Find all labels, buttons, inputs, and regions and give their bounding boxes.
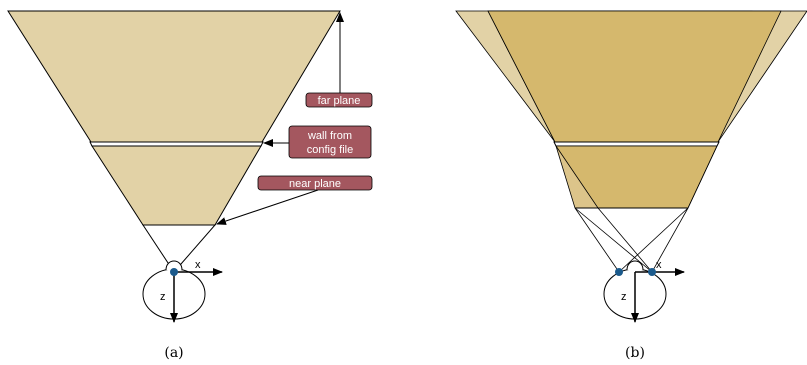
panel-a: x z far plane wall from config file near… — [7, 10, 373, 361]
panel-b: x z (b) — [455, 10, 807, 361]
frustum-upper-a — [7, 10, 341, 143]
nose-a — [165, 260, 183, 271]
ray-b — [618, 207, 689, 273]
svg-text:far plane: far plane — [318, 95, 361, 107]
right-eye-icon — [648, 268, 656, 276]
ray-b — [651, 207, 689, 273]
nose-b — [626, 260, 644, 271]
frustum-overlap-upper-b — [487, 10, 782, 143]
left-eye-icon — [615, 268, 623, 276]
z-axis-label-a: z — [160, 291, 166, 303]
wall-config-label: wall from config file — [288, 125, 372, 159]
far-plane-label: far plane — [305, 92, 373, 108]
x-axis-label-a: x — [195, 259, 201, 271]
arrow-icon — [216, 189, 319, 225]
frustum-lower-a — [91, 145, 262, 226]
eye-icon — [170, 268, 178, 276]
svg-text:config file: config file — [307, 144, 353, 156]
x-axis-label-b: x — [656, 259, 662, 271]
near-plane-label: near plane — [257, 175, 373, 191]
ray-b — [597, 207, 653, 273]
svg-text:wall from: wall from — [307, 130, 352, 142]
wall-plane-b — [553, 141, 720, 147]
frustum-edge-b — [687, 145, 718, 209]
ray-b — [574, 207, 620, 273]
svg-text:near plane: near plane — [289, 178, 341, 190]
caption-b: (b) — [625, 345, 645, 361]
caption-a: (a) — [164, 345, 183, 361]
wall-plane-a — [89, 141, 264, 147]
ray-b — [574, 207, 653, 273]
frustum-near-region-a — [142, 224, 217, 273]
frustum-edge-b — [555, 145, 576, 209]
z-axis-label-b: z — [621, 291, 627, 303]
